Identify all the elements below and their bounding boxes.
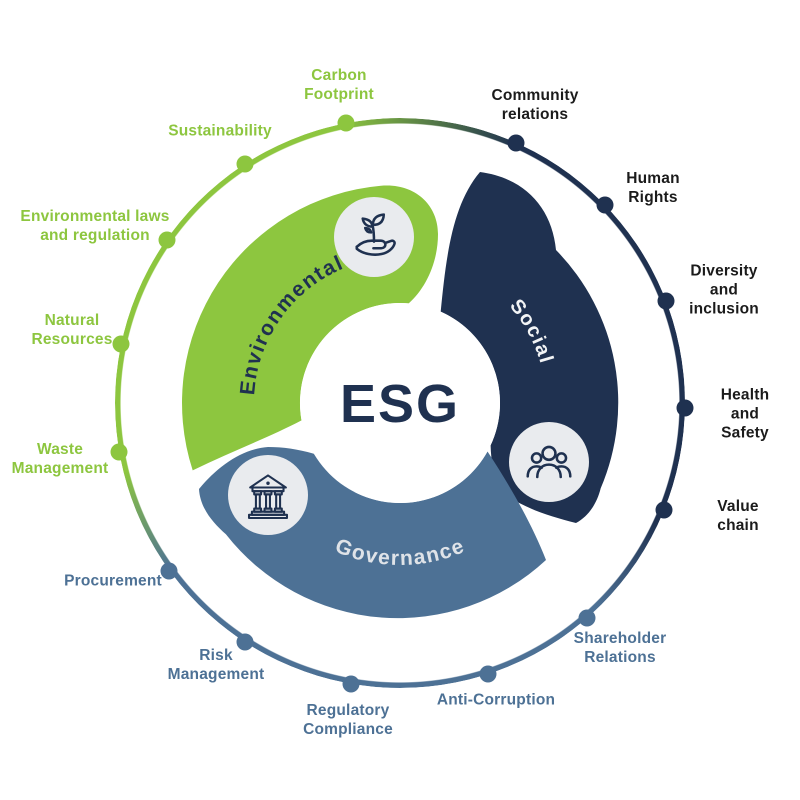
satellite-dot	[112, 335, 130, 353]
satellite-dot	[160, 562, 178, 580]
center-circle	[300, 303, 500, 503]
bank-building-icon	[247, 474, 289, 520]
satellite-label: Waste Management	[11, 441, 109, 477]
satellite-label: Shareholder Relations	[573, 630, 667, 666]
satellite-dot	[236, 155, 254, 173]
satellite-label: Community relations	[491, 87, 579, 123]
satellite-label: Risk Management	[167, 647, 265, 683]
satellite-dot	[158, 231, 176, 249]
satellite-label: Natural Resources	[31, 312, 113, 348]
plant-in-hand-icon	[355, 213, 396, 256]
satellite-label: Human Rights	[626, 170, 680, 206]
satellite-label: Diversity and inclusion	[689, 262, 759, 318]
satellite-dot	[337, 114, 355, 132]
center-title: ESG	[340, 374, 460, 434]
satellite-dot	[655, 501, 673, 519]
satellite-dot	[342, 675, 359, 693]
satellite-dot	[676, 399, 694, 417]
satellite-dot	[507, 134, 525, 152]
satellite-label: Value chain	[717, 498, 759, 534]
satellite-dot	[578, 609, 596, 627]
satellite-label: Environmental laws and regulation	[20, 208, 170, 244]
people-group-icon	[526, 445, 572, 479]
satellite-label: Anti-Corruption	[436, 691, 556, 709]
satellite-dot	[110, 443, 128, 461]
satellite-label: Procurement	[64, 572, 162, 590]
social-icon-circle	[509, 422, 589, 502]
satellite-dot	[479, 665, 497, 683]
satellite-dot	[596, 196, 614, 214]
satellite-label: Carbon Footprint	[304, 67, 374, 103]
satellite-label: Sustainability	[168, 122, 272, 140]
satellite-dot	[236, 633, 254, 651]
satellite-label: Health and Safety	[720, 386, 770, 442]
satellite-dot	[657, 292, 675, 310]
satellite-label: Regulatory Compliance	[303, 702, 393, 738]
